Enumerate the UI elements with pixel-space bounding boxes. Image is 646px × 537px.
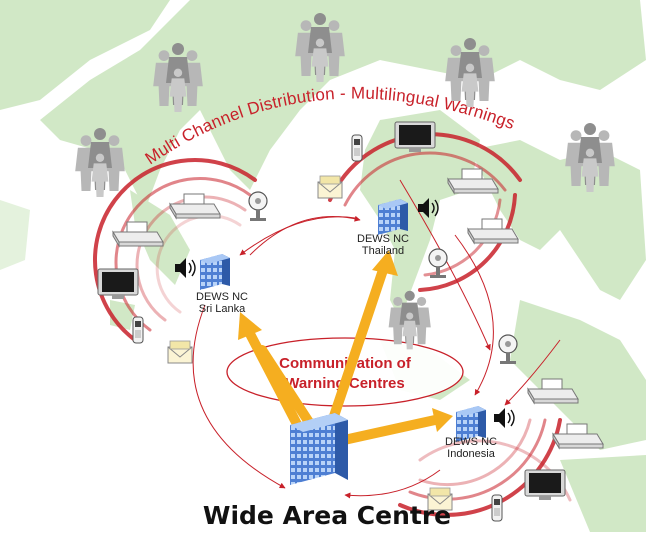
node-label-line2: Thailand: [362, 245, 404, 257]
tv-monitor-icon: [524, 469, 566, 501]
speaker-icon: [493, 407, 515, 429]
node-sri-lanka: DEWS NC Sri Lanka: [196, 291, 248, 315]
siren-icon: [248, 191, 268, 222]
person-group-icon: [153, 43, 203, 112]
mobile-phone-icon: [351, 134, 363, 162]
person-group-icon: [445, 38, 495, 107]
envelope-icon: [317, 175, 343, 199]
building-icon: [378, 199, 408, 235]
node-label-line1: DEWS NC: [445, 436, 497, 448]
node-label-line2: Sri Lanka: [199, 303, 246, 315]
person-group-icon: [389, 291, 431, 350]
building-icon: [200, 254, 230, 290]
envelope-icon: [167, 340, 193, 364]
node-thailand: DEWS NC Thailand: [357, 233, 409, 257]
centre-links: [192, 179, 561, 499]
node-label-line1: DEWS NC: [196, 291, 248, 303]
person-group-icon: [295, 13, 345, 82]
tv-monitor-icon: [394, 121, 436, 153]
node-label-line1: DEWS NC: [357, 233, 409, 245]
wide-area-centre-building-icon: [290, 413, 348, 485]
wide-area-centre-label: Wide Area Centre: [203, 501, 451, 530]
mobile-phone-icon: [491, 494, 503, 522]
person-group-icon: [565, 123, 615, 192]
mobile-phone-icon: [132, 316, 144, 344]
communication-label-line1: Communication of: [279, 355, 412, 372]
node-indonesia: DEWS NC Indonesia: [445, 436, 497, 460]
person-group-icon: [75, 128, 125, 197]
tv-monitor-icon: [97, 268, 139, 300]
node-label-line2: Indonesia: [447, 448, 496, 460]
